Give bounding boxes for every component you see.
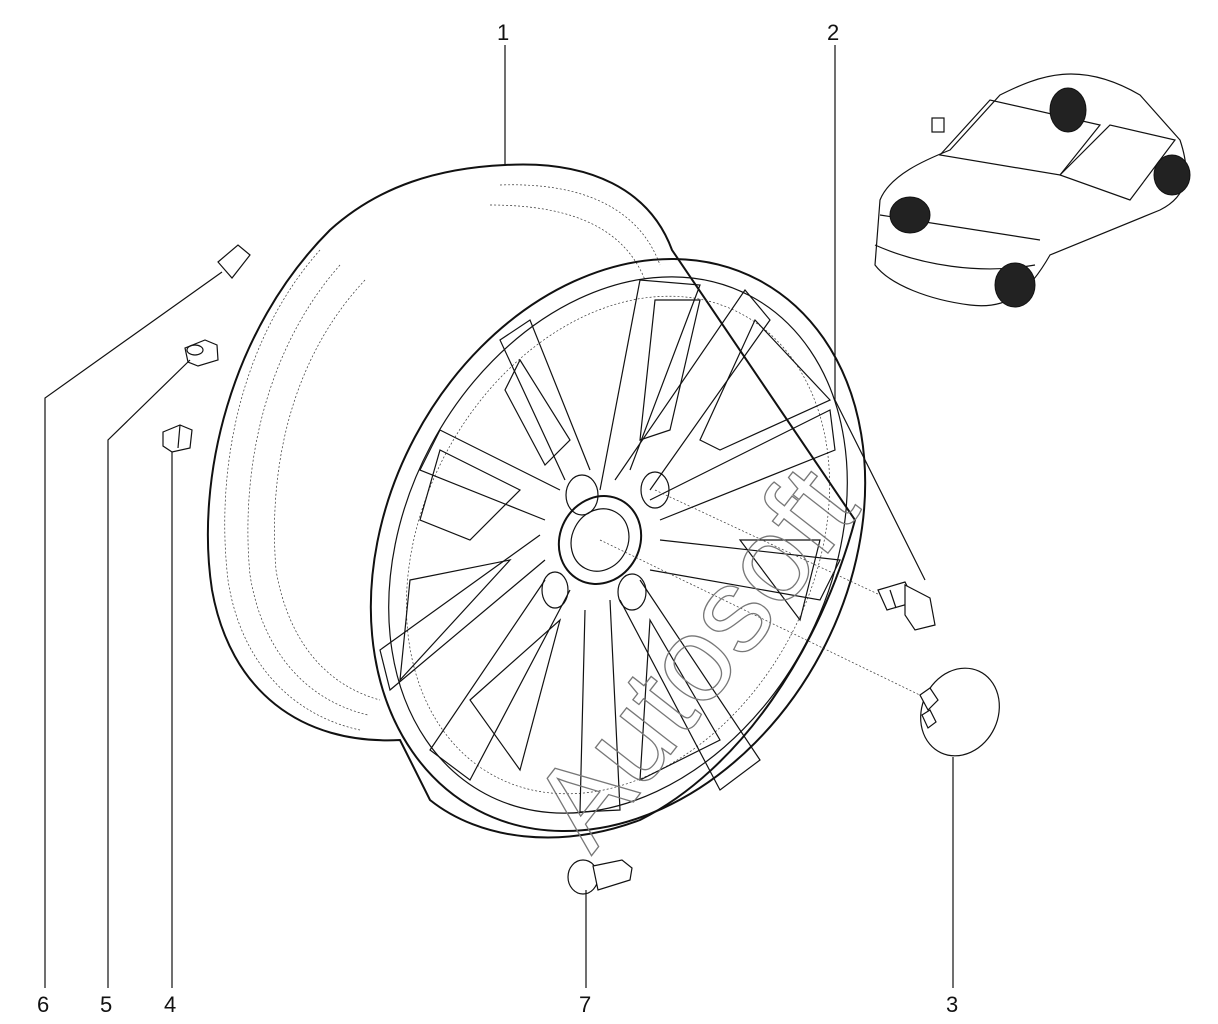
vehicle-reference <box>874 73 1191 308</box>
callout-3: 3 <box>946 992 958 1017</box>
callout-4: 4 <box>164 992 176 1017</box>
wheel-spokes <box>379 279 841 813</box>
balance-weight[interactable] <box>217 244 251 279</box>
hub <box>541 471 670 611</box>
center-cap[interactable] <box>907 655 1014 769</box>
wheel-bolt[interactable] <box>877 581 936 631</box>
callout-6: 6 <box>37 992 49 1017</box>
valve-cap[interactable] <box>184 339 219 367</box>
tire-valve[interactable] <box>567 859 633 895</box>
callout-7: 7 <box>579 992 591 1017</box>
callout-2: 2 <box>827 20 839 45</box>
watermark-text: Autosoft <box>506 442 883 871</box>
callout-1: 1 <box>497 20 509 45</box>
valve-clip[interactable] <box>162 424 193 453</box>
callout-5: 5 <box>100 992 112 1017</box>
callout-labels: 1 2 3 4 5 6 7 <box>37 20 958 1017</box>
assembly-axes <box>599 489 931 701</box>
callout-lines <box>44 45 954 988</box>
tire[interactable] <box>206 163 857 839</box>
